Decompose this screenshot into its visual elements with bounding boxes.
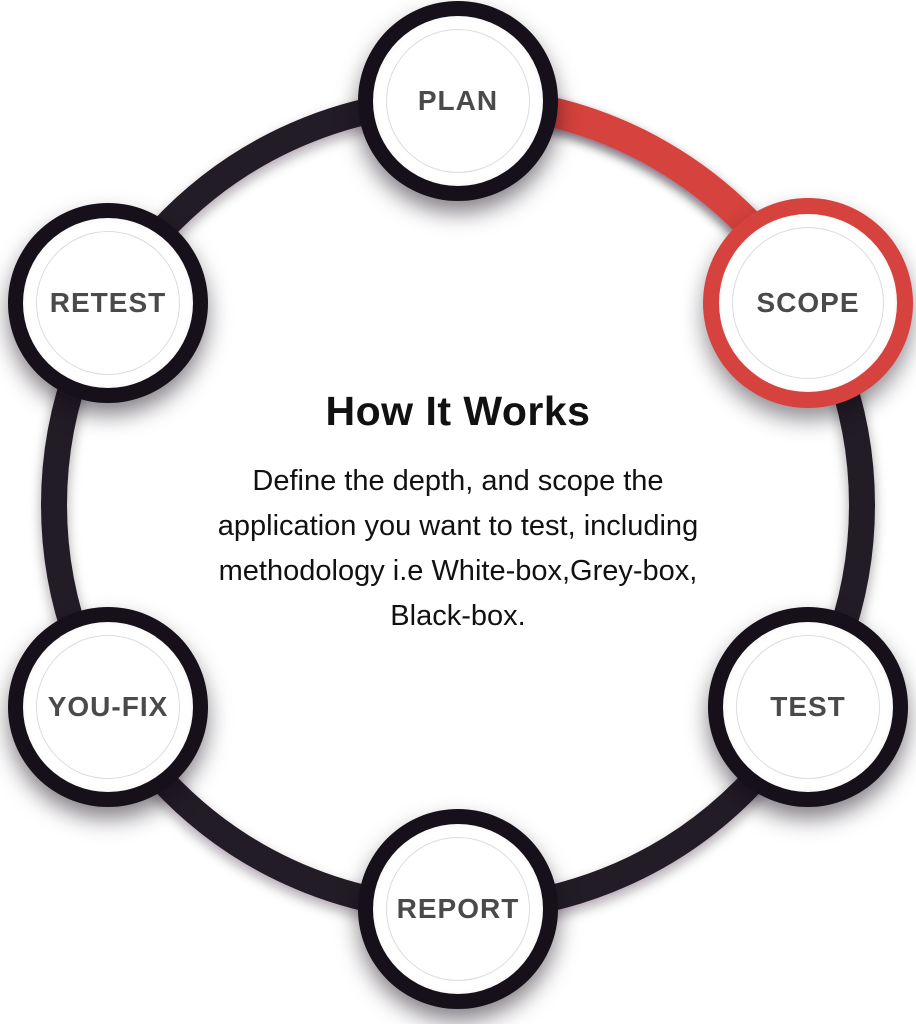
description-line: methodology i.e White-box,Grey-box, <box>218 555 698 587</box>
node-you-fix-label: YOU-FIX <box>47 691 169 722</box>
node-you-fix-outline: YOU-FIX <box>36 635 180 779</box>
node-scope-outline: SCOPE <box>732 227 884 379</box>
node-test-inner-circle: TEST <box>723 622 893 792</box>
node-report-outline: REPORT <box>386 837 530 981</box>
node-test-outline: TEST <box>736 635 880 779</box>
node-retest-label: RETEST <box>49 287 167 318</box>
diagram-title: How It Works <box>325 388 591 434</box>
node-retest-outline: RETEST <box>36 231 180 375</box>
node-test-label: TEST <box>770 691 846 722</box>
node-scope[interactable]: SCOPE <box>703 198 913 408</box>
description-line: Define the depth, and scope the <box>252 465 664 497</box>
node-scope-label: SCOPE <box>756 287 860 318</box>
node-report[interactable]: REPORT <box>358 809 558 1009</box>
node-you-fix-inner-circle: YOU-FIX <box>23 622 193 792</box>
node-plan-inner-circle: PLAN <box>373 16 543 186</box>
description-line: application you want to test, including <box>217 510 699 542</box>
node-report-label: REPORT <box>396 893 520 924</box>
step-description: Define the depth, and scope the applicat… <box>158 459 758 639</box>
node-plan-label: PLAN <box>417 85 499 116</box>
node-retest-inner-circle: RETEST <box>23 218 193 388</box>
node-test[interactable]: TEST <box>708 607 908 807</box>
node-plan-outline: PLAN <box>386 29 530 173</box>
node-retest[interactable]: RETEST <box>8 203 208 403</box>
node-you-fix[interactable]: YOU-FIX <box>8 607 208 807</box>
node-report-inner-circle: REPORT <box>373 824 543 994</box>
node-scope-inner-circle: SCOPE <box>719 214 897 392</box>
description-line: Black-box. <box>390 600 526 632</box>
node-plan[interactable]: PLAN <box>358 1 558 201</box>
center-text-block: How It Works Define the depth, and scope… <box>158 388 758 639</box>
